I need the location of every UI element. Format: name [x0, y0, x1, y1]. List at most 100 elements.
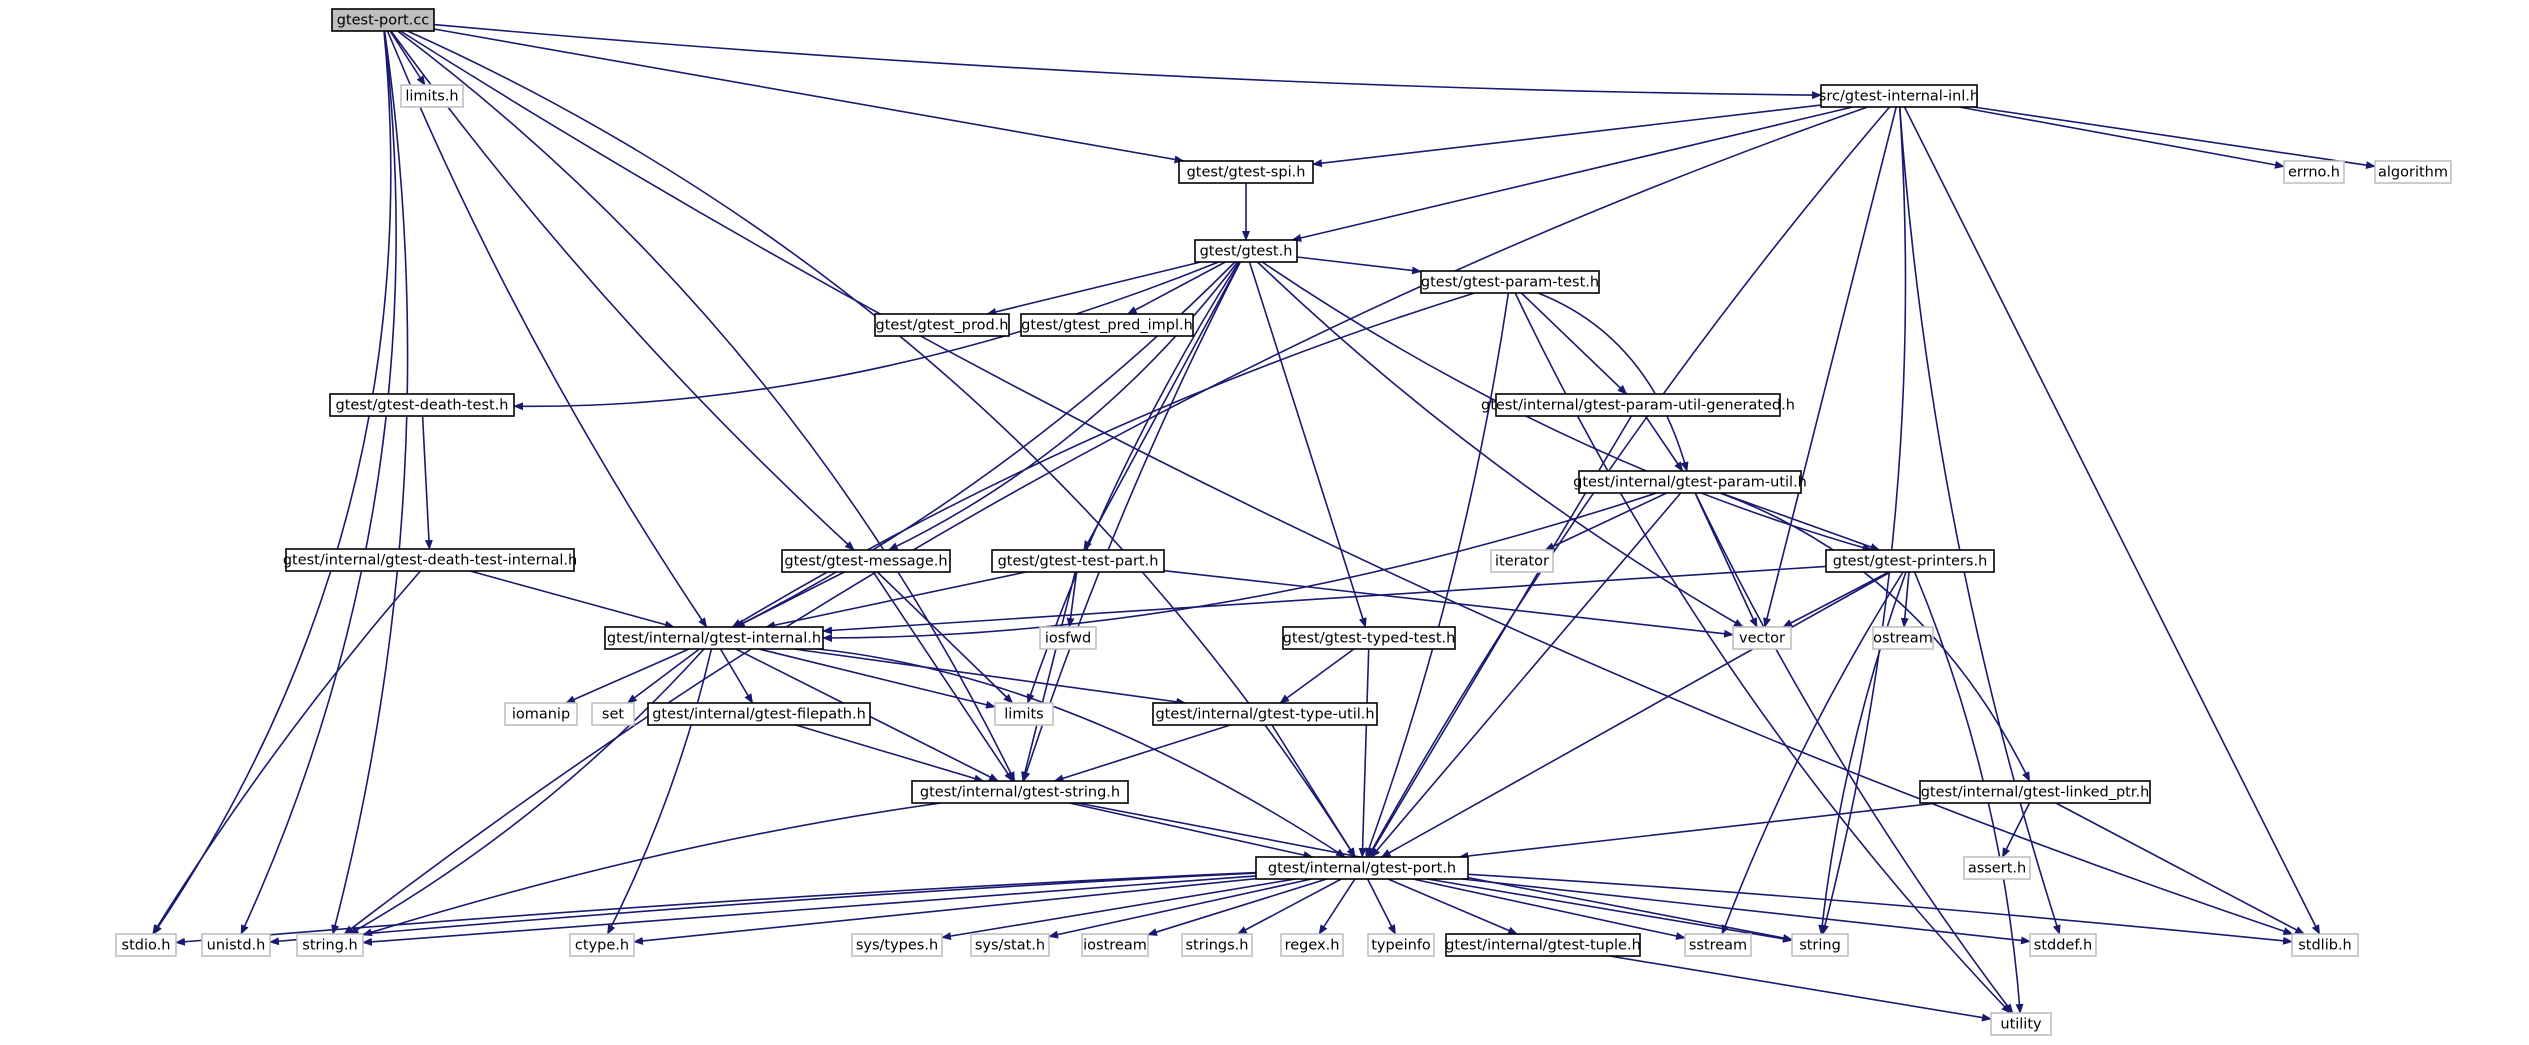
node-box-string	[1791, 933, 1849, 957]
edge-param_util_gen_h-to-param_util_h	[1644, 415, 1684, 472]
node-label-stddef_h: stddef.h	[2034, 938, 2092, 954]
node-label-algorithm: algorithm	[2378, 165, 2448, 181]
node-gtest_h[interactable]: gtest/gtest.h	[1194, 239, 1298, 263]
edge-gtest_h-to-printers_h	[1261, 261, 1873, 552]
node-box-filepath_h	[647, 702, 871, 726]
node-sstream: sstream	[1684, 933, 1752, 957]
edge-port_h-to-stddef_h	[1462, 878, 2031, 945]
node-death_internal_h[interactable]: gtest/internal/gtest-death-test-internal…	[283, 548, 577, 572]
node-utility: utility	[1990, 1012, 2052, 1036]
node-unistd_h: unistd.h	[201, 933, 271, 957]
node-message_h[interactable]: gtest/gtest-message.h	[781, 549, 951, 573]
node-string: string	[1791, 933, 1849, 957]
edge-typed_test_h-to-port_h	[1358, 648, 1370, 858]
node-label-stdio_h: stdio.h	[122, 938, 171, 954]
node-tuple_h[interactable]: gtest/internal/gtest-tuple.h	[1445, 933, 1641, 957]
node-death_test_h[interactable]: gtest/gtest-death-test.h	[329, 393, 515, 417]
node-label-strings_h: strings.h	[1186, 938, 1249, 954]
edge-gtest_port_cc-to-stdio_h	[152, 30, 392, 935]
node-label-limits_h: limits.h	[405, 89, 458, 105]
edge-inl_h-to-stddef_h	[1899, 106, 2061, 935]
edge-inl_h-to-stdlib_h	[1903, 106, 2321, 935]
node-box-regex_h	[1280, 933, 1344, 957]
node-typed_test_h[interactable]: gtest/gtest-typed-test.h	[1282, 626, 1456, 650]
node-pred_impl_h[interactable]: gtest/gtest_pred_impl.h	[1020, 313, 1194, 337]
node-param_test_h[interactable]: gtest/gtest-param-test.h	[1420, 270, 1600, 294]
node-label-spi_h: gtest/gtest-spi.h	[1187, 165, 1306, 181]
node-ostream: ostream	[1872, 626, 1934, 650]
edge-gtest_port_cc-to-string_h_int	[397, 30, 1016, 782]
node-set: set	[591, 702, 635, 726]
node-port_h[interactable]: gtest/internal/gtest-port.h	[1255, 856, 1469, 880]
node-box-gtest_port_cc	[331, 8, 435, 32]
node-label-regex_h: regex.h	[1285, 938, 1340, 954]
edge-port_h-to-stdlib_h	[1467, 873, 2293, 945]
node-box-typed_test_h	[1282, 626, 1456, 650]
edge-message_h-to-internal_h	[734, 571, 845, 628]
node-label-param_util_gen_h: gtest/internal/gtest-param-util-generate…	[1481, 398, 1795, 414]
node-box-errno_h	[2283, 160, 2345, 184]
edge-gtest_port_cc-to-stdlib_h	[399, 30, 2294, 935]
node-box-tuple_h	[1445, 933, 1641, 957]
node-vector: vector	[1732, 626, 1792, 650]
node-sys_types_h: sys/types.h	[851, 933, 943, 957]
node-box-assert_h	[1963, 856, 2031, 880]
node-label-filepath_h: gtest/internal/gtest-filepath.h	[652, 707, 866, 723]
node-internal_h[interactable]: gtest/internal/gtest-internal.h	[604, 626, 824, 650]
node-box-sstream	[1684, 933, 1752, 957]
node-ctype_h: ctype.h	[569, 933, 635, 957]
node-box-string_h	[296, 933, 364, 957]
node-box-port_h	[1255, 856, 1469, 880]
edge-port_h-to-sys_types_h	[941, 878, 1296, 940]
node-box-strings_h	[1181, 933, 1253, 957]
node-linked_ptr_h[interactable]: gtest/internal/gtest-linked_ptr.h	[1919, 780, 2151, 804]
node-algorithm: algorithm	[2374, 160, 2452, 184]
edge-inl_h-to-errno_h	[1958, 106, 2285, 169]
node-type_util_h[interactable]: gtest/internal/gtest-type-util.h	[1152, 702, 1378, 726]
edge-inl_h-to-gtest_h	[1291, 106, 1853, 242]
node-box-iterator	[1490, 549, 1554, 573]
node-param_util_gen_h[interactable]: gtest/internal/gtest-param-util-generate…	[1481, 393, 1795, 417]
edge-port_h-to-regex_h	[1318, 878, 1356, 935]
edge-param_util_h-to-printers_h	[1720, 492, 1881, 551]
node-label-test_part_h: gtest/gtest-test-part.h	[998, 554, 1159, 570]
node-box-printers_h	[1825, 549, 1995, 573]
node-printers_h[interactable]: gtest/gtest-printers.h	[1825, 549, 1995, 573]
edge-param_util_h-to-iterator	[1544, 492, 1667, 551]
node-box-stddef_h	[2029, 933, 2097, 957]
edge-tuple_h-to-utility	[1609, 955, 1992, 1022]
edge-gtest_h-to-param_test_h	[1296, 256, 1422, 275]
node-box-prod_h	[874, 313, 1010, 337]
node-test_part_h[interactable]: gtest/gtest-test-part.h	[991, 549, 1165, 573]
edge-gtest_port_cc-to-internal_h	[386, 30, 708, 628]
node-box-param_util_h	[1578, 470, 1802, 494]
node-label-utility: utility	[2000, 1017, 2042, 1033]
edge-string_h_int-to-port_h	[1069, 802, 1314, 859]
node-spi_h[interactable]: gtest/gtest-spi.h	[1178, 160, 1314, 184]
node-label-inl_h: src/gtest-internal-inl.h	[1819, 89, 1979, 105]
node-string_h_int[interactable]: gtest/internal/gtest-string.h	[911, 780, 1129, 804]
node-prod_h[interactable]: gtest/gtest_prod.h	[874, 313, 1010, 337]
edge-param_util_h-to-port_h	[1370, 492, 1682, 858]
edge-internal_h-to-set	[626, 648, 700, 704]
node-gtest_port_cc[interactable]: gtest-port.cc	[331, 8, 435, 32]
node-box-sys_stat_h	[970, 933, 1050, 957]
node-label-iosfwd: iosfwd	[1045, 631, 1091, 647]
node-label-gtest_port_cc: gtest-port.cc	[337, 13, 430, 29]
node-box-param_test_h	[1420, 270, 1600, 294]
node-label-stdlib_h: stdlib.h	[2298, 938, 2352, 954]
node-box-inl_h	[1820, 84, 1978, 108]
node-box-type_util_h	[1152, 702, 1378, 726]
edge-port_h-to-unistd_h	[269, 872, 1257, 946]
node-inl_h[interactable]: src/gtest-internal-inl.h	[1819, 84, 1979, 108]
edge-gtest_h-to-vector	[1256, 261, 1744, 628]
edge-gtest_port_cc-to-unistd_h	[240, 30, 397, 935]
node-box-iostream	[1081, 933, 1149, 957]
node-iostream: iostream	[1081, 933, 1149, 957]
edge-gtest_port_cc-to-port_h	[407, 30, 1356, 858]
edge-internal_h-to-port_h	[817, 648, 1346, 858]
edge-param_test_h-to-internal_h	[731, 292, 1475, 628]
node-filepath_h[interactable]: gtest/internal/gtest-filepath.h	[647, 702, 871, 726]
node-param_util_h[interactable]: gtest/internal/gtest-param-util.h	[1573, 470, 1807, 494]
